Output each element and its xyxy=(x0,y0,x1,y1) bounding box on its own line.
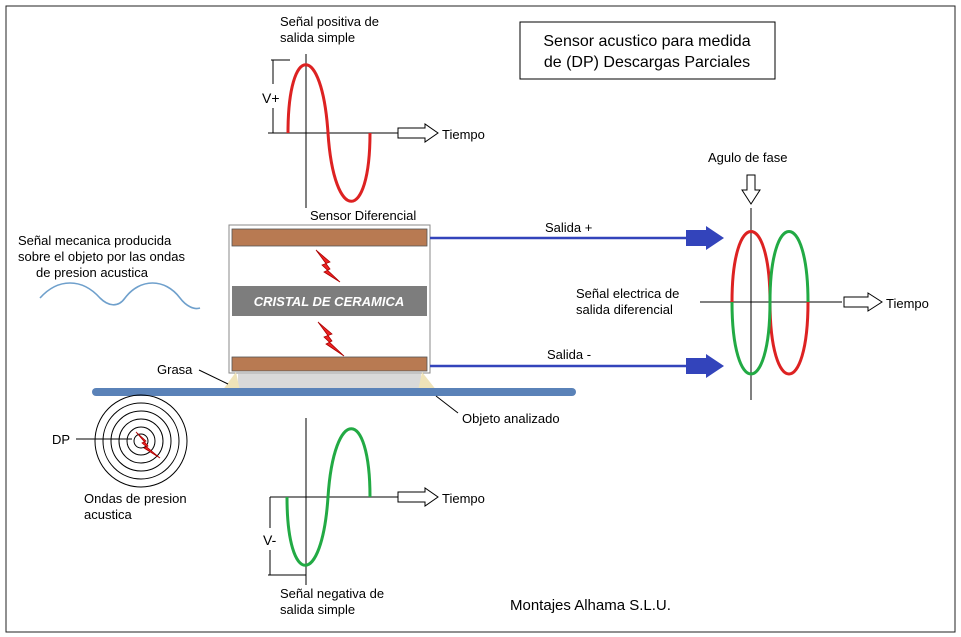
object-leader-line xyxy=(435,395,459,414)
negative-signal-label-1: Señal negativa de xyxy=(280,586,384,601)
title-line2: de (DP) Descargas Parciales xyxy=(544,54,750,71)
positive-signal-label-2: salida simple xyxy=(280,30,355,45)
bottom-electrode-plate xyxy=(231,356,428,372)
analyzed-object-bar xyxy=(92,388,576,396)
negative-signal-axis-label: V- xyxy=(263,532,277,548)
ceramic-crystal xyxy=(232,286,427,316)
crystal-label: CRISTAL DE CERAMICA xyxy=(254,294,404,309)
grease-right xyxy=(418,372,437,391)
output-minus-arrowhead xyxy=(686,354,724,378)
differential-time-arrow xyxy=(843,292,883,312)
sensor-label: Sensor Diferencial xyxy=(310,208,416,223)
top-electrode-plate xyxy=(231,228,428,247)
diff-green-wave-lower xyxy=(730,301,772,376)
negative-signal-time-arrow xyxy=(397,487,439,507)
mechanical-wave-line xyxy=(39,282,201,310)
negative-signal-label-2: salida simple xyxy=(280,602,355,617)
phase-angle-arrow xyxy=(741,174,761,205)
differential-time-label: Tiempo xyxy=(886,296,929,311)
positive-signal-time-arrow xyxy=(397,123,439,143)
pressure-waves-label-1: Ondas de presion xyxy=(84,491,187,506)
diff-red-wave-lower xyxy=(768,301,810,376)
positive-signal-label-1: Señal positiva de xyxy=(280,14,379,29)
output-plus-label: Salida + xyxy=(545,220,592,235)
grease-label: Grasa xyxy=(157,362,193,377)
differential-label-line2: salida diferencial xyxy=(576,302,673,317)
positive-signal-time-label: Tiempo xyxy=(442,127,485,142)
mechanical-signal-line1: Señal mecanica producida xyxy=(18,233,172,248)
pressure-waves-rings xyxy=(94,394,188,488)
mechanical-signal-line2: sobre el objeto por las ondas xyxy=(18,249,185,264)
spark-upper-icon xyxy=(315,249,341,283)
differential-label-line1: Señal electrica de xyxy=(576,286,679,301)
negative-signal-wave xyxy=(285,427,372,567)
object-label: Objeto analizado xyxy=(462,411,560,426)
title-box xyxy=(519,21,776,80)
diff-green-wave-upper xyxy=(768,230,810,303)
outer-frame xyxy=(5,5,956,633)
output-plus-arrowhead xyxy=(686,226,724,250)
company-name: Montajes Alhama S.L.U. xyxy=(510,597,671,614)
output-minus-label: Salida - xyxy=(547,347,591,362)
spark-lower-icon xyxy=(317,321,345,357)
diff-red-wave-upper xyxy=(730,230,772,303)
grease-left xyxy=(222,372,240,391)
discharge-spark-icon xyxy=(135,431,161,459)
positive-signal-axis-label: V+ xyxy=(262,90,280,106)
phase-angle-label: Agulo de fase xyxy=(708,150,788,165)
sensor-base xyxy=(238,374,421,388)
positive-signal-wave xyxy=(286,63,372,203)
dp-label: DP xyxy=(52,432,70,447)
mechanical-signal-line3: de presion acustica xyxy=(36,265,149,280)
title-line1: Sensor acustico para medida xyxy=(543,33,750,50)
pressure-waves-label-2: acustica xyxy=(84,507,132,522)
grease-leader-line xyxy=(198,369,229,385)
negative-signal-time-label: Tiempo xyxy=(442,491,485,506)
